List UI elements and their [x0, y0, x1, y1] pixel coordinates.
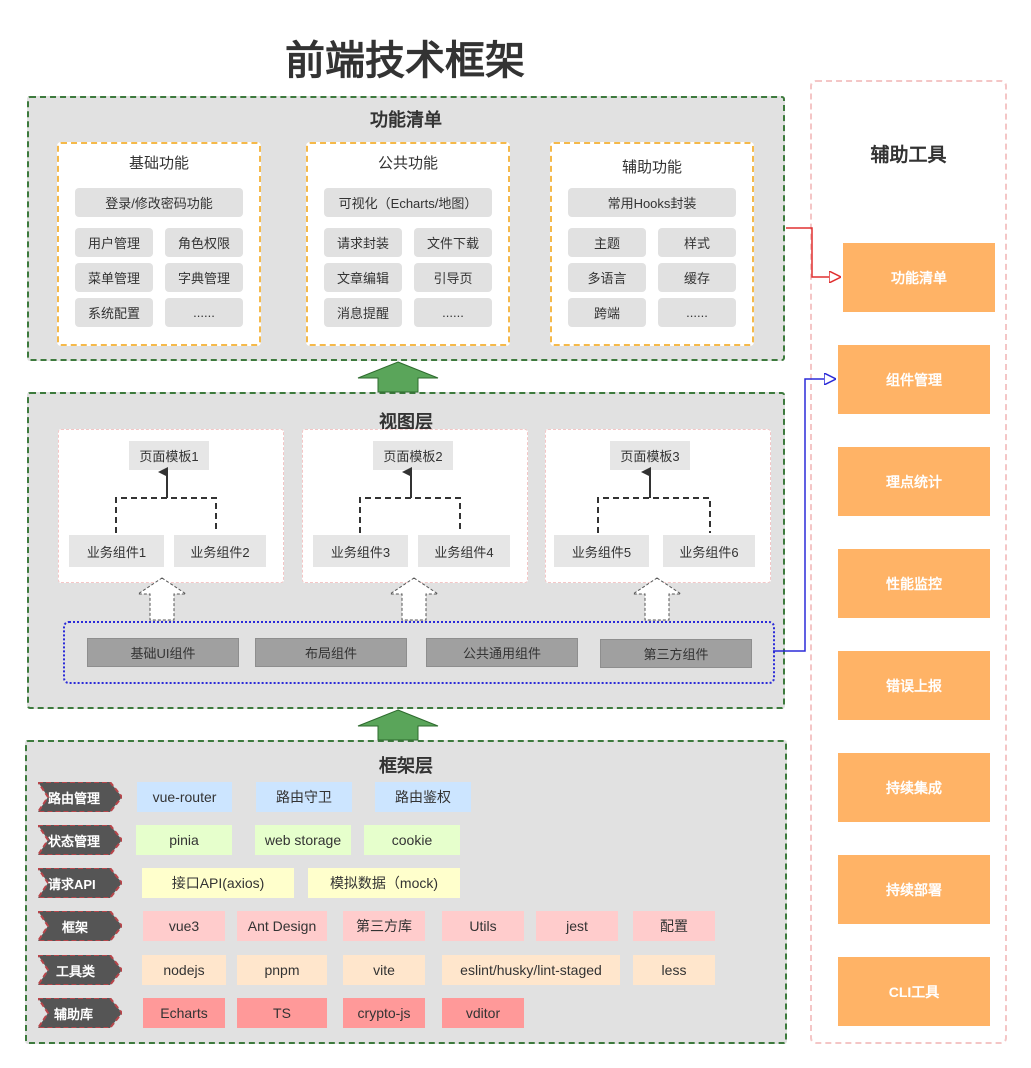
framework-item: eslint/husky/lint-staged: [442, 955, 620, 985]
row-label-text: 框架: [62, 919, 89, 935]
function-item: ......: [414, 298, 492, 327]
function-item: 可视化（Echarts/地图）: [324, 188, 492, 217]
framework-item: web storage: [255, 825, 351, 855]
framework-item: 路由鉴权: [375, 782, 471, 812]
business-component: 业务组件3: [313, 535, 408, 567]
business-component: 业务组件1: [69, 535, 164, 567]
function-item: 登录/修改密码功能: [75, 188, 243, 217]
tool-item: CLI工具: [838, 957, 990, 1026]
framework-item: cookie: [364, 825, 460, 855]
tool-item: 功能清单: [843, 243, 995, 312]
framework-item: less: [633, 955, 715, 985]
framework-item: jest: [536, 911, 618, 941]
function-item: 用户管理: [75, 228, 153, 257]
group-title: 公共功能: [377, 155, 438, 172]
function-item: 多语言: [568, 263, 646, 292]
base-components-row: 基础UI组件 布局组件 公共通用组件 第三方组件: [63, 621, 775, 684]
tool-item: 理点统计: [838, 447, 990, 516]
function-item: ......: [165, 298, 243, 327]
framework-item: 路由守卫: [256, 782, 352, 812]
aux-tools-title: 辅助工具: [870, 144, 947, 166]
framework-item: 模拟数据（mock): [308, 868, 460, 898]
function-item: 样式: [658, 228, 736, 257]
row-label-framework: 框架: [38, 911, 122, 941]
view-layer-panel: 视图层 页面模板1 业务组件1 业务组件2 页面模板2 业务组件3 业务组件4 …: [27, 392, 785, 709]
row-label-text: 请求API: [48, 876, 96, 892]
framework-item: vue-router: [137, 782, 232, 812]
function-item: ......: [658, 298, 736, 327]
page-template: 页面模板2: [373, 441, 453, 470]
framework-item: nodejs: [142, 955, 226, 985]
page-template: 页面模板1: [129, 441, 209, 470]
framework-item: crypto-js: [343, 998, 425, 1028]
framework-item: pinia: [136, 825, 232, 855]
framework-item: 接口API(axios): [142, 868, 294, 898]
framework-layer-title: 框架层: [379, 756, 433, 777]
row-label-router: 路由管理: [38, 782, 122, 812]
auxiliary-functions-group: 辅助功能 常用Hooks封装 主题 样式 多语言 缓存 跨端 ......: [550, 142, 754, 346]
tool-item: 组件管理: [838, 345, 990, 414]
framework-item: TS: [237, 998, 327, 1028]
framework-item: vue3: [143, 911, 225, 941]
page-template: 页面模板3: [610, 441, 690, 470]
base-component: 基础UI组件: [87, 638, 239, 667]
view-layer-title: 视图层: [379, 412, 433, 433]
function-item: 跨端: [568, 298, 646, 327]
business-component: 业务组件4: [418, 535, 510, 567]
function-item: 主题: [568, 228, 646, 257]
framework-item: vditor: [442, 998, 524, 1028]
row-label-text: 辅助库: [54, 1006, 94, 1022]
framework-item: Ant Design: [237, 911, 327, 941]
row-label-text: 路由管理: [48, 790, 101, 806]
business-component: 业务组件5: [554, 535, 649, 567]
business-component: 业务组件6: [663, 535, 755, 567]
function-item: 文章编辑: [324, 263, 402, 292]
base-component: 第三方组件: [600, 639, 752, 668]
base-component: 布局组件: [255, 638, 407, 667]
function-item: 消息提醒: [324, 298, 402, 327]
tool-item: 性能监控: [838, 549, 990, 618]
framework-item: Utils: [442, 911, 524, 941]
base-component: 公共通用组件: [426, 638, 578, 667]
page-template-box-1: 页面模板1 业务组件1 业务组件2: [58, 429, 284, 583]
function-item: 系统配置: [75, 298, 153, 327]
framework-item: Echarts: [143, 998, 225, 1028]
framework-item: pnpm: [237, 955, 327, 985]
tool-item: 持续集成: [838, 753, 990, 822]
row-label-text: 工具类: [56, 963, 96, 979]
function-item: 文件下载: [414, 228, 492, 257]
function-item: 引导页: [414, 263, 492, 292]
function-item: 请求封装: [324, 228, 402, 257]
function-item: 菜单管理: [75, 263, 153, 292]
row-label-libs: 辅助库: [38, 998, 122, 1028]
green-up-arrow: [357, 361, 439, 393]
common-functions-group: 公共功能 可视化（Echarts/地图） 请求封装 文件下载 文章编辑 引导页 …: [306, 142, 510, 346]
page-template-box-3: 页面模板3 业务组件5 业务组件6: [545, 429, 771, 583]
row-label-api: 请求API: [38, 868, 122, 898]
framework-item: vite: [343, 955, 425, 985]
framework-item: 第三方库: [343, 911, 425, 941]
basic-functions-group: 基础功能 登录/修改密码功能 用户管理 角色权限 菜单管理 字典管理 系统配置 …: [57, 142, 261, 346]
tool-item: 持续部署: [838, 855, 990, 924]
page-title: 前端技术框架: [285, 38, 525, 84]
tool-item: 错误上报: [838, 651, 990, 720]
function-item: 字典管理: [165, 263, 243, 292]
business-component: 业务组件2: [174, 535, 266, 567]
row-label-text: 状态管理: [48, 833, 101, 849]
group-title: 辅助功能: [621, 159, 682, 176]
row-label-tools: 工具类: [38, 955, 122, 985]
row-label-state: 状态管理: [38, 825, 122, 855]
function-item: 缓存: [658, 263, 736, 292]
function-list-panel: 功能清单 基础功能 登录/修改密码功能 用户管理 角色权限 菜单管理 字典管理 …: [27, 96, 785, 361]
function-list-title: 功能清单: [370, 110, 442, 131]
group-title: 基础功能: [128, 155, 189, 172]
green-up-arrow: [357, 709, 439, 741]
framework-item: 配置: [633, 911, 715, 941]
function-item: 常用Hooks封装: [568, 188, 736, 217]
function-item: 角色权限: [165, 228, 243, 257]
page-template-box-2: 页面模板2 业务组件3 业务组件4: [302, 429, 528, 583]
